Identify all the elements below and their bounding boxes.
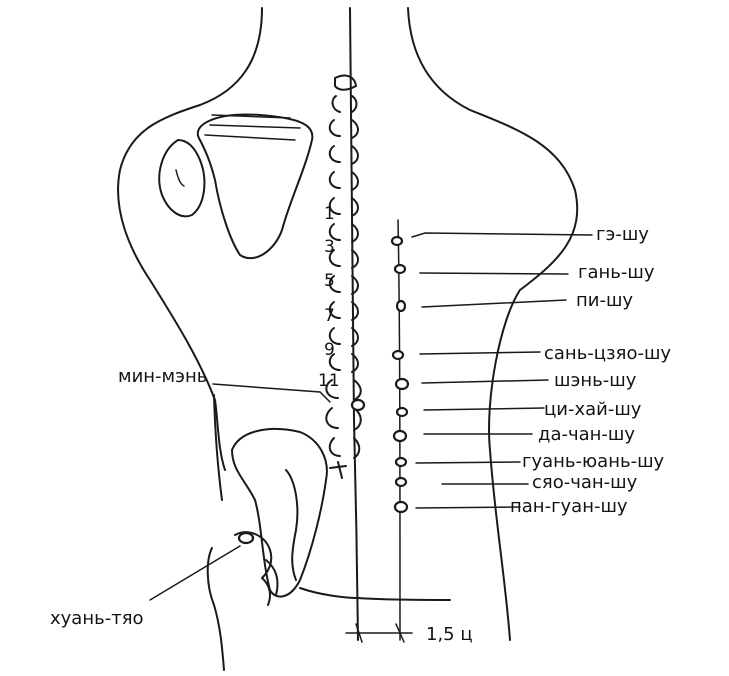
point-label-pi-shu: пи-шу [576,290,633,311]
point-label-xiao-chang-shu: сяо-чан-шу [532,472,638,493]
point-label-ge-shu: гэ-шу [596,224,649,245]
acupoint-markers [237,235,410,545]
acupoint-da-chang-shu [392,429,408,443]
vertebra-number: 9 [324,340,335,360]
acupoint-huan-tiao [237,531,255,545]
vertebra-number: 1 [324,204,335,224]
vertebra-number: 11 [318,371,340,391]
acupoint-xiao-chang-shu [394,476,408,488]
body-outline [117,7,579,641]
pointer-lines [149,232,593,601]
measurement: 1,5 ц [345,623,473,645]
acupoint-san-jiao-shu [391,349,405,361]
vertebra-numbers: 1 3 5 7 9 11 [318,204,340,391]
scapula [158,113,314,260]
acupoint-ming-men [350,398,366,412]
acupoint-ge-shu [390,235,404,247]
point-labels: гэ-шу гань-шу пи-шу сань-цзяо-шу шэнь-шу… [510,224,671,517]
acupoint-shen-shu [394,377,410,391]
vertebra-number: 5 [324,271,335,291]
acupoint-pang-guang-shu [393,500,409,514]
vertebra-number: 3 [324,237,335,257]
point-label-guan-yuan-shu: гуань-юань-шу [522,451,665,472]
label-ming-men: мин-мэнь [118,366,207,387]
meridian-line [397,219,401,641]
acupoint-guan-yuan-shu [394,456,408,468]
label-huan-tiao: хуань-тяо [50,608,144,629]
measure-label: 1,5 ц [426,624,473,645]
point-label-qi-hai-shu: ци-хай-шу [544,399,642,420]
vertebra-number: 7 [324,306,335,326]
acupoint-gan-shu [393,263,407,275]
point-label-gan-shu: гань-шу [578,262,655,283]
acupoint-qi-hai-shu [395,406,409,418]
acupoint-pi-shu [395,299,407,313]
point-label-pang-guang-shu: пан-гуан-шу [510,496,628,517]
point-label-da-chang-shu: да-чан-шу [538,424,635,445]
point-label-shen-shu: шэнь-шу [554,370,637,391]
point-label-san-jiao-shu: сань-цзяо-шу [544,343,671,364]
spine [325,7,362,641]
pelvis-femur [206,428,451,671]
